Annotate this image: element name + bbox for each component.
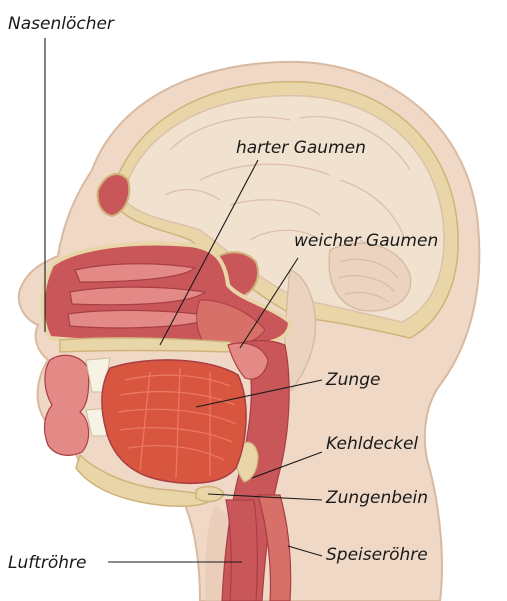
label-nostrils: Nasenlöcher [8,14,115,34]
lips [45,355,89,455]
label-hyoid: Zungenbein [325,488,428,508]
label-hard-palate: harter Gaumen [236,138,366,158]
label-trachea: Luftröhre [8,553,87,573]
label-tongue: Zunge [325,370,380,390]
label-esophagus: Speiseröhre [326,545,428,565]
trachea-tube [226,500,257,601]
label-soft-palate: weicher Gaumen [294,231,438,251]
label-epiglottis: Kehldeckel [326,434,418,454]
hard-palate [60,338,232,352]
